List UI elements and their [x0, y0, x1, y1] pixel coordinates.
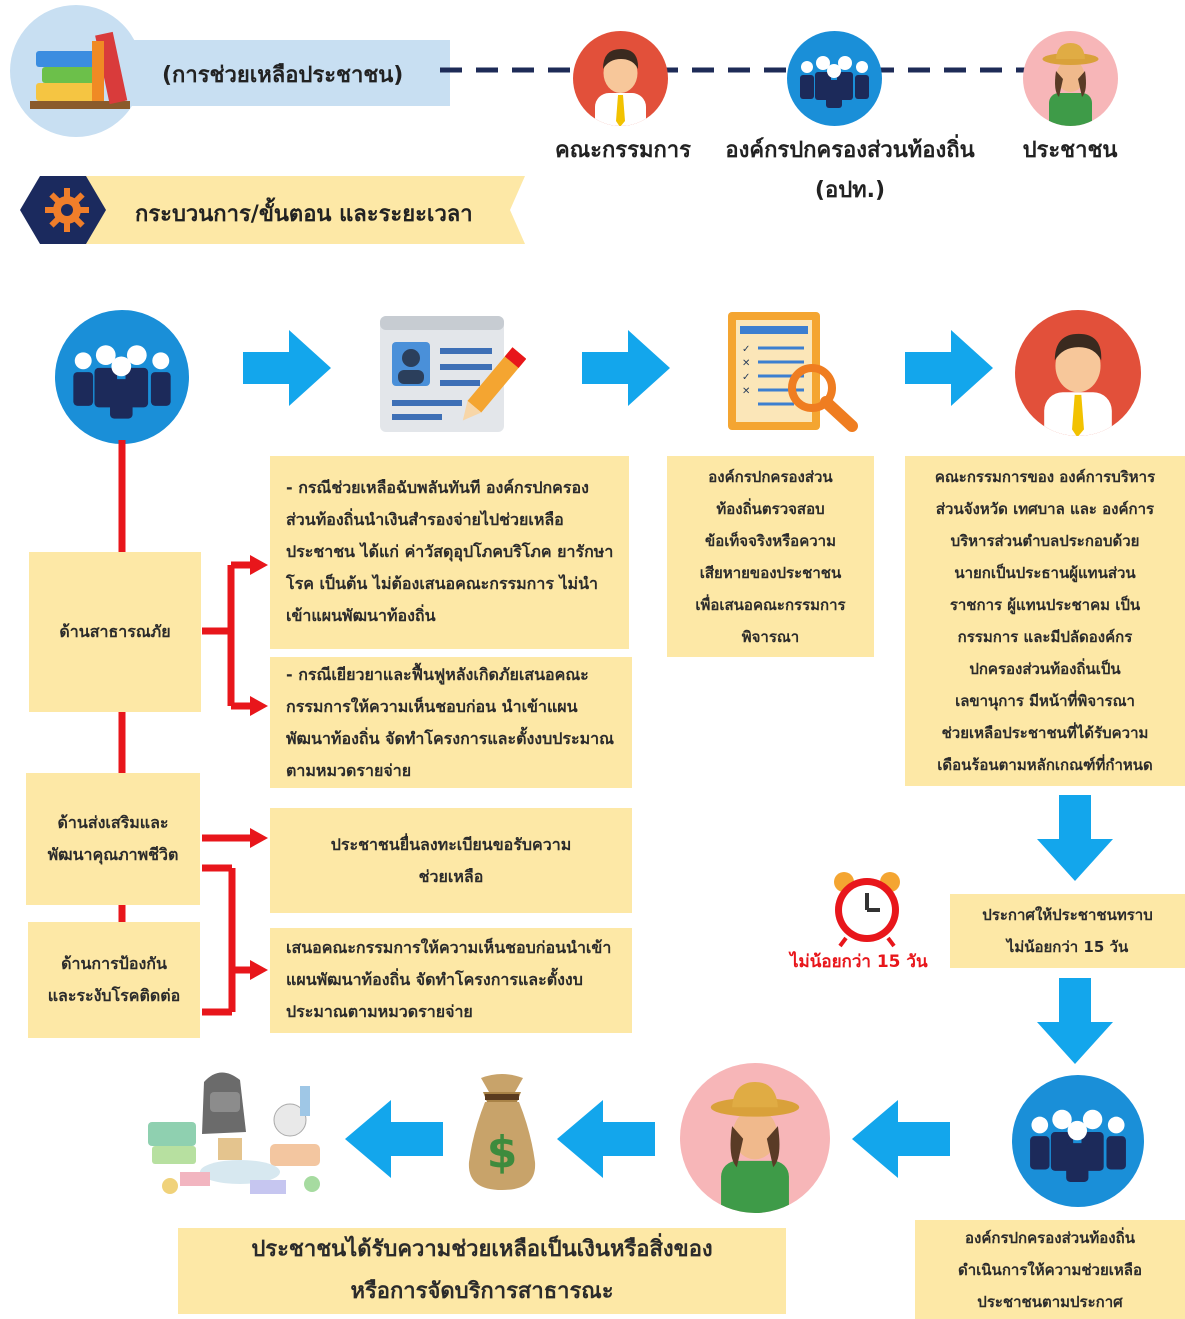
category-quality-of-life: ด้านส่งเสริมและ พัฒนาคุณภาพชีวิต	[26, 773, 200, 905]
step-announce-box: ประกาศให้ประชาชนทราบ ไม่น้อยกว่า 15 วัน	[950, 894, 1185, 968]
process-title: กระบวนการ/ขั้นตอน และระยะเวลา	[135, 202, 473, 227]
flow-arrow-down-1	[1037, 795, 1113, 881]
step-assist-box: องค์กรปกครองส่วนท้องถิ่น ดำเนินการให้ควา…	[915, 1220, 1185, 1319]
roles-dashed-line	[440, 67, 1040, 73]
official-icon	[1044, 333, 1112, 436]
svg-text:$: $	[487, 1127, 518, 1178]
alarm-clock-icon	[834, 872, 900, 948]
inspection-checklist-icon: ✓ ✕ ✓ ✕	[728, 312, 858, 432]
timer-label: ไม่น้อยกว่า 15 วัน	[790, 952, 928, 972]
role-citizen-avatar	[1023, 31, 1118, 126]
header-banner: (การช่วยเหลือประชาชน)	[10, 5, 450, 140]
relief-supplies-icon	[148, 1072, 320, 1194]
detail-emergency-box: - กรณีช่วยเหลือฉับพลันทันที องค์กรปกครอง…	[270, 456, 629, 649]
gear-icon	[45, 188, 89, 232]
step-verify-box: องค์กรปกครองส่วน ท้องถิ่นตรวจสอบ ข้อเท็จ…	[667, 456, 874, 657]
group-icon	[73, 345, 171, 419]
registration-form-icon	[380, 316, 526, 432]
flow-arrow-right-3	[905, 330, 993, 406]
svg-text:✕: ✕	[742, 358, 750, 369]
books-icon	[30, 31, 130, 109]
detail-register-box: ประชาชนยื่นลงทะเบียนขอรับความ ช่วยเหลือ	[270, 808, 632, 913]
detail-propose-box: เสนอคณะกรรมการให้ความเห็นชอบก่อนนำเข้าแผ…	[270, 928, 632, 1033]
group-icon	[800, 56, 869, 108]
role-localgov-avatar	[787, 31, 882, 126]
header-title: (การช่วยเหลือประชาชน)	[162, 63, 404, 88]
role-committee-label: คณะกรรมการ	[555, 138, 691, 163]
svg-text:✓: ✓	[742, 372, 750, 383]
header-band	[105, 40, 450, 106]
flow-localgov-avatar	[1012, 1075, 1144, 1207]
farmer-icon	[1042, 43, 1099, 126]
role-citizen-label: ประชาชน	[1022, 138, 1118, 163]
step-committee-box: คณะกรรมการของ องค์การบริหาร ส่วนจังหวัด …	[905, 456, 1185, 786]
official-icon	[595, 49, 646, 126]
flow-arrow-left-3	[345, 1100, 443, 1178]
flow-arrow-down-2	[1037, 978, 1113, 1064]
role-localgov-label: องค์กรปกครองส่วนท้องถิ่น (อปท.)	[725, 138, 975, 203]
flow-arrow-right-1	[243, 330, 331, 406]
svg-text:✕: ✕	[742, 386, 750, 397]
step-result-box: ประชาชนได้รับความช่วยเหลือเป็นเงินหรือสิ…	[178, 1228, 786, 1314]
money-bag-icon: $	[468, 1074, 536, 1190]
flow-citizen-avatar	[680, 1063, 830, 1213]
detail-recovery-box: - กรณีเยียวยาและฟื้นฟูหลังเกิดภัยเสนอคณะ…	[270, 657, 632, 788]
category-disease-control: ด้านการป้องกัน และระงับโรคติดต่อ	[28, 922, 200, 1038]
flow-committee-avatar	[1015, 310, 1141, 436]
flow-arrow-right-2	[582, 330, 670, 406]
category-disaster: ด้านสาธารณภัย	[29, 552, 201, 712]
group-icon	[1030, 1109, 1126, 1182]
flow-arrow-left-1	[852, 1100, 950, 1178]
flow-start-group-avatar	[55, 310, 189, 444]
farmer-icon	[710, 1081, 800, 1213]
role-committee-avatar	[573, 31, 668, 126]
svg-text:✓: ✓	[742, 344, 750, 355]
flow-arrow-left-2	[557, 1100, 655, 1178]
